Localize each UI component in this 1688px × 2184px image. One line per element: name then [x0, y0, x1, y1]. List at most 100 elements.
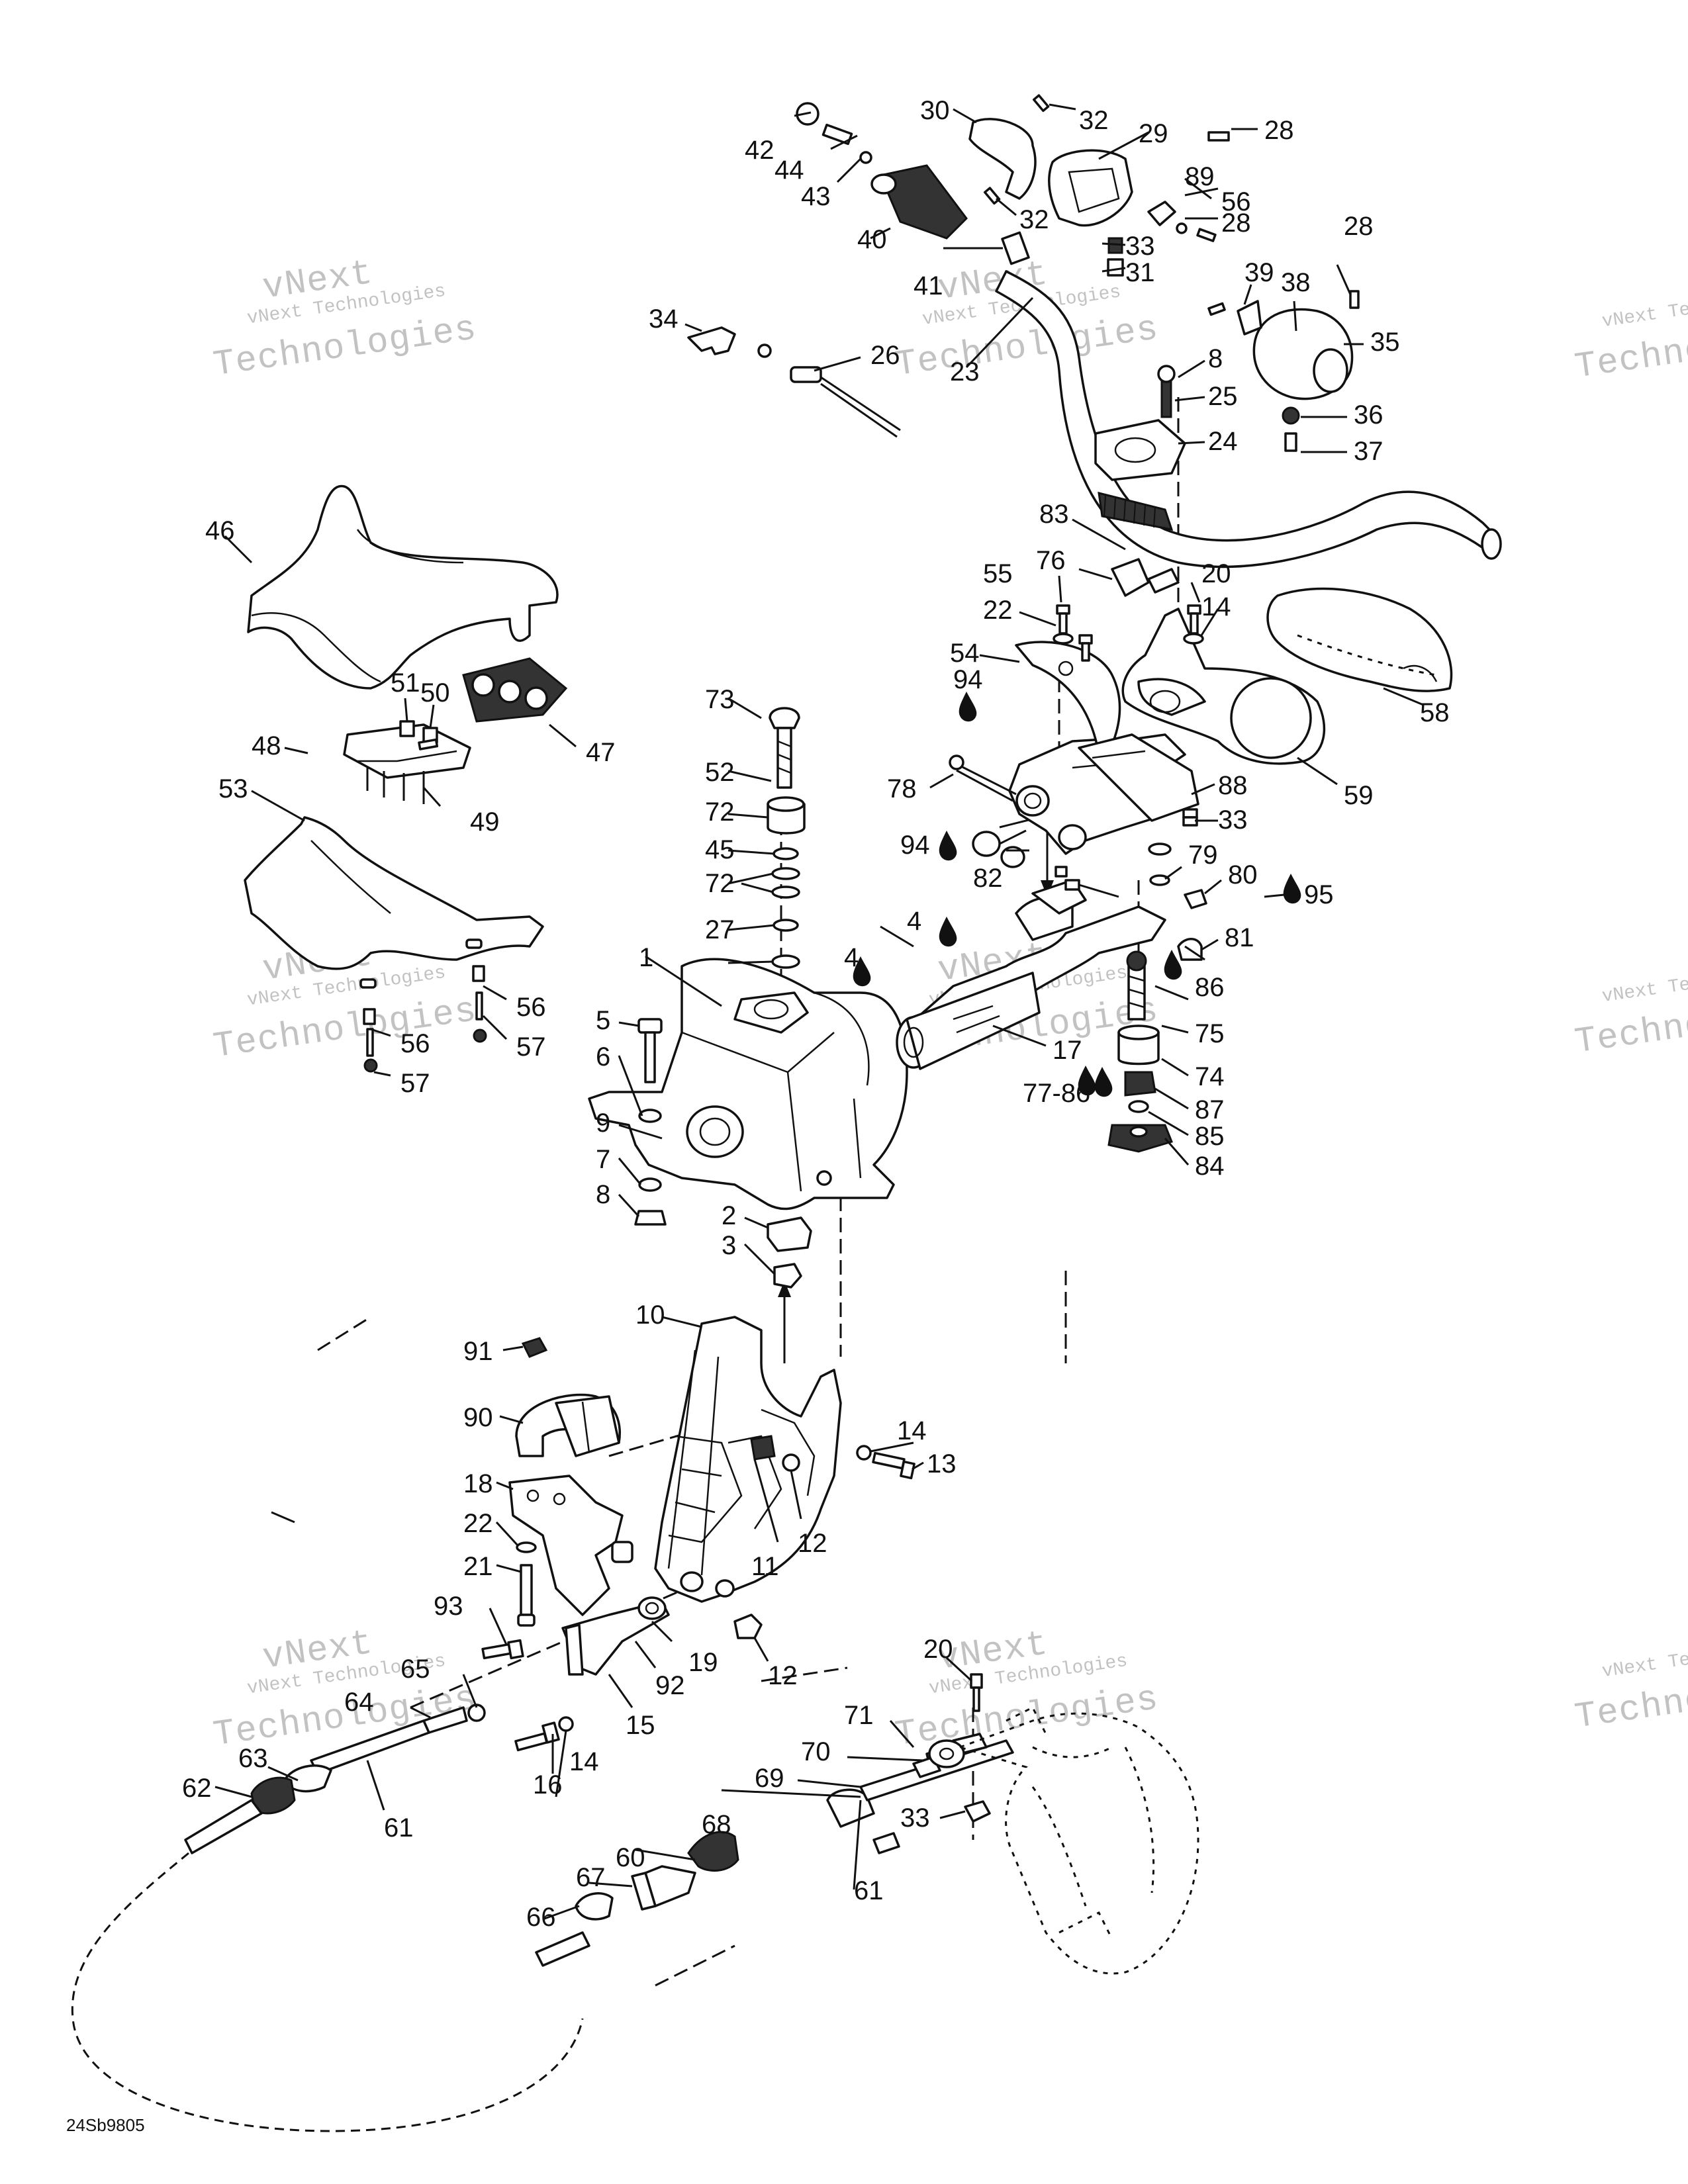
callout-24: 24 [1208, 427, 1238, 456]
lower-cover [244, 816, 544, 1073]
choke-cable [687, 326, 901, 438]
callout-83: 83 [1039, 500, 1069, 529]
callout-87: 87 [1195, 1095, 1225, 1124]
callout-46: 46 [205, 516, 235, 545]
callout-12: 12 [768, 1661, 798, 1690]
watermark-brand: vNext Technologies [1601, 1634, 1688, 1682]
callout-8-top: 8 [1208, 344, 1223, 373]
callout-67: 67 [576, 1863, 606, 1892]
callout-57: 57 [516, 1032, 546, 1062]
bushings [972, 831, 1025, 868]
callout-33: 33 [900, 1803, 930, 1833]
steering-support [1078, 733, 1199, 822]
top-bolts [1053, 604, 1204, 662]
callout-47: 47 [586, 738, 616, 767]
callout-32-top: 32 [1079, 106, 1109, 135]
callout-13: 13 [927, 1449, 957, 1479]
steering-housing [588, 958, 908, 1210]
callout-39: 39 [1244, 258, 1274, 287]
callout-65: 65 [400, 1655, 430, 1684]
callout-1: 1 [639, 943, 653, 972]
handlebar-clamp [1094, 365, 1186, 481]
leader-lines [214, 103, 1424, 1921]
callout-49: 49 [470, 807, 500, 837]
watermark-brand: vNext Technologies [1601, 284, 1688, 332]
callout-95: 95 [1304, 880, 1334, 909]
callout-14: 14 [569, 1747, 599, 1776]
callout-64: 64 [344, 1688, 374, 1717]
callout-72-top: 72 [705, 797, 735, 827]
callout-28-mid: 28 [1221, 208, 1251, 238]
callout-19: 19 [688, 1648, 718, 1677]
callout-79: 79 [1188, 841, 1218, 870]
callout-82: 82 [973, 864, 1003, 893]
callout-14-mid: 14 [897, 1416, 927, 1445]
callout-78: 78 [887, 774, 917, 803]
callout-15: 15 [626, 1711, 655, 1740]
callout-55: 55 [983, 559, 1013, 588]
callout-94-top: 94 [953, 665, 983, 694]
callout-69: 69 [755, 1764, 784, 1793]
callout-48: 48 [252, 731, 281, 760]
grease-drop-icon [1078, 1066, 1096, 1096]
callout-20-top: 20 [1201, 559, 1231, 588]
padding-cover [1121, 608, 1326, 765]
steering-cover [247, 484, 559, 690]
steering-cable-left [71, 1704, 584, 2132]
callout-2: 2 [722, 1201, 736, 1230]
cable-clip [1111, 558, 1180, 597]
callout-27: 27 [705, 915, 735, 944]
grease-drop-icons [853, 692, 1301, 1097]
callout-35: 35 [1370, 328, 1400, 357]
callout-71: 71 [844, 1701, 874, 1730]
callout-84: 84 [1195, 1152, 1225, 1181]
grease-drop-icon [959, 692, 977, 722]
callout-62: 62 [182, 1774, 212, 1803]
callout-38: 38 [1281, 268, 1311, 297]
callout-34: 34 [649, 304, 679, 334]
callout-58: 58 [1420, 698, 1450, 727]
callout-63: 63 [238, 1744, 268, 1773]
callout-16: 16 [533, 1770, 563, 1799]
callout-74: 74 [1195, 1062, 1225, 1091]
callout-17: 17 [1053, 1036, 1082, 1065]
callout-3: 3 [722, 1231, 736, 1260]
callout-70: 70 [801, 1737, 831, 1766]
callout-68: 68 [702, 1810, 731, 1839]
callout-89: 89 [1185, 162, 1215, 191]
callout-54: 54 [950, 639, 980, 668]
callout-11: 11 [751, 1552, 779, 1581]
callout-75: 75 [1195, 1019, 1225, 1048]
column-clamp [508, 1337, 633, 1616]
callout-29: 29 [1139, 119, 1168, 148]
clamp-bolt [516, 1541, 537, 1627]
callout-43: 43 [801, 182, 831, 211]
start-stop-switch [1147, 131, 1360, 452]
grease-drop-icon [1094, 1067, 1113, 1097]
grease-drop-icon [1164, 950, 1182, 980]
callout-25: 25 [1208, 382, 1238, 411]
figure-reference-code: 24Sb9805 [66, 2115, 145, 2135]
callout-26: 26 [870, 341, 900, 370]
callout-81: 81 [1225, 923, 1254, 952]
callout-77-86: 77-86 [1023, 1079, 1090, 1108]
callout-12-top: 12 [798, 1529, 827, 1558]
callout-4-left: 4 [844, 943, 859, 972]
callout-88: 88 [1218, 771, 1248, 800]
jet-nozzle [957, 1706, 1199, 1975]
callout-73: 73 [705, 685, 735, 714]
bracket-nut [733, 1614, 763, 1639]
callout-52: 52 [705, 758, 735, 787]
callout-42: 42 [745, 136, 774, 165]
steering-lever [481, 1596, 670, 1752]
callout-93: 93 [434, 1592, 463, 1621]
callout-57-low: 57 [400, 1069, 430, 1098]
padding-top [1266, 587, 1453, 692]
callout-91: 91 [463, 1337, 493, 1366]
callout-9: 9 [596, 1109, 610, 1138]
callout-45: 45 [705, 835, 735, 864]
callout-33-top: 33 [1125, 232, 1155, 261]
callout-61-left: 61 [384, 1813, 414, 1843]
callout-66: 66 [526, 1903, 556, 1932]
